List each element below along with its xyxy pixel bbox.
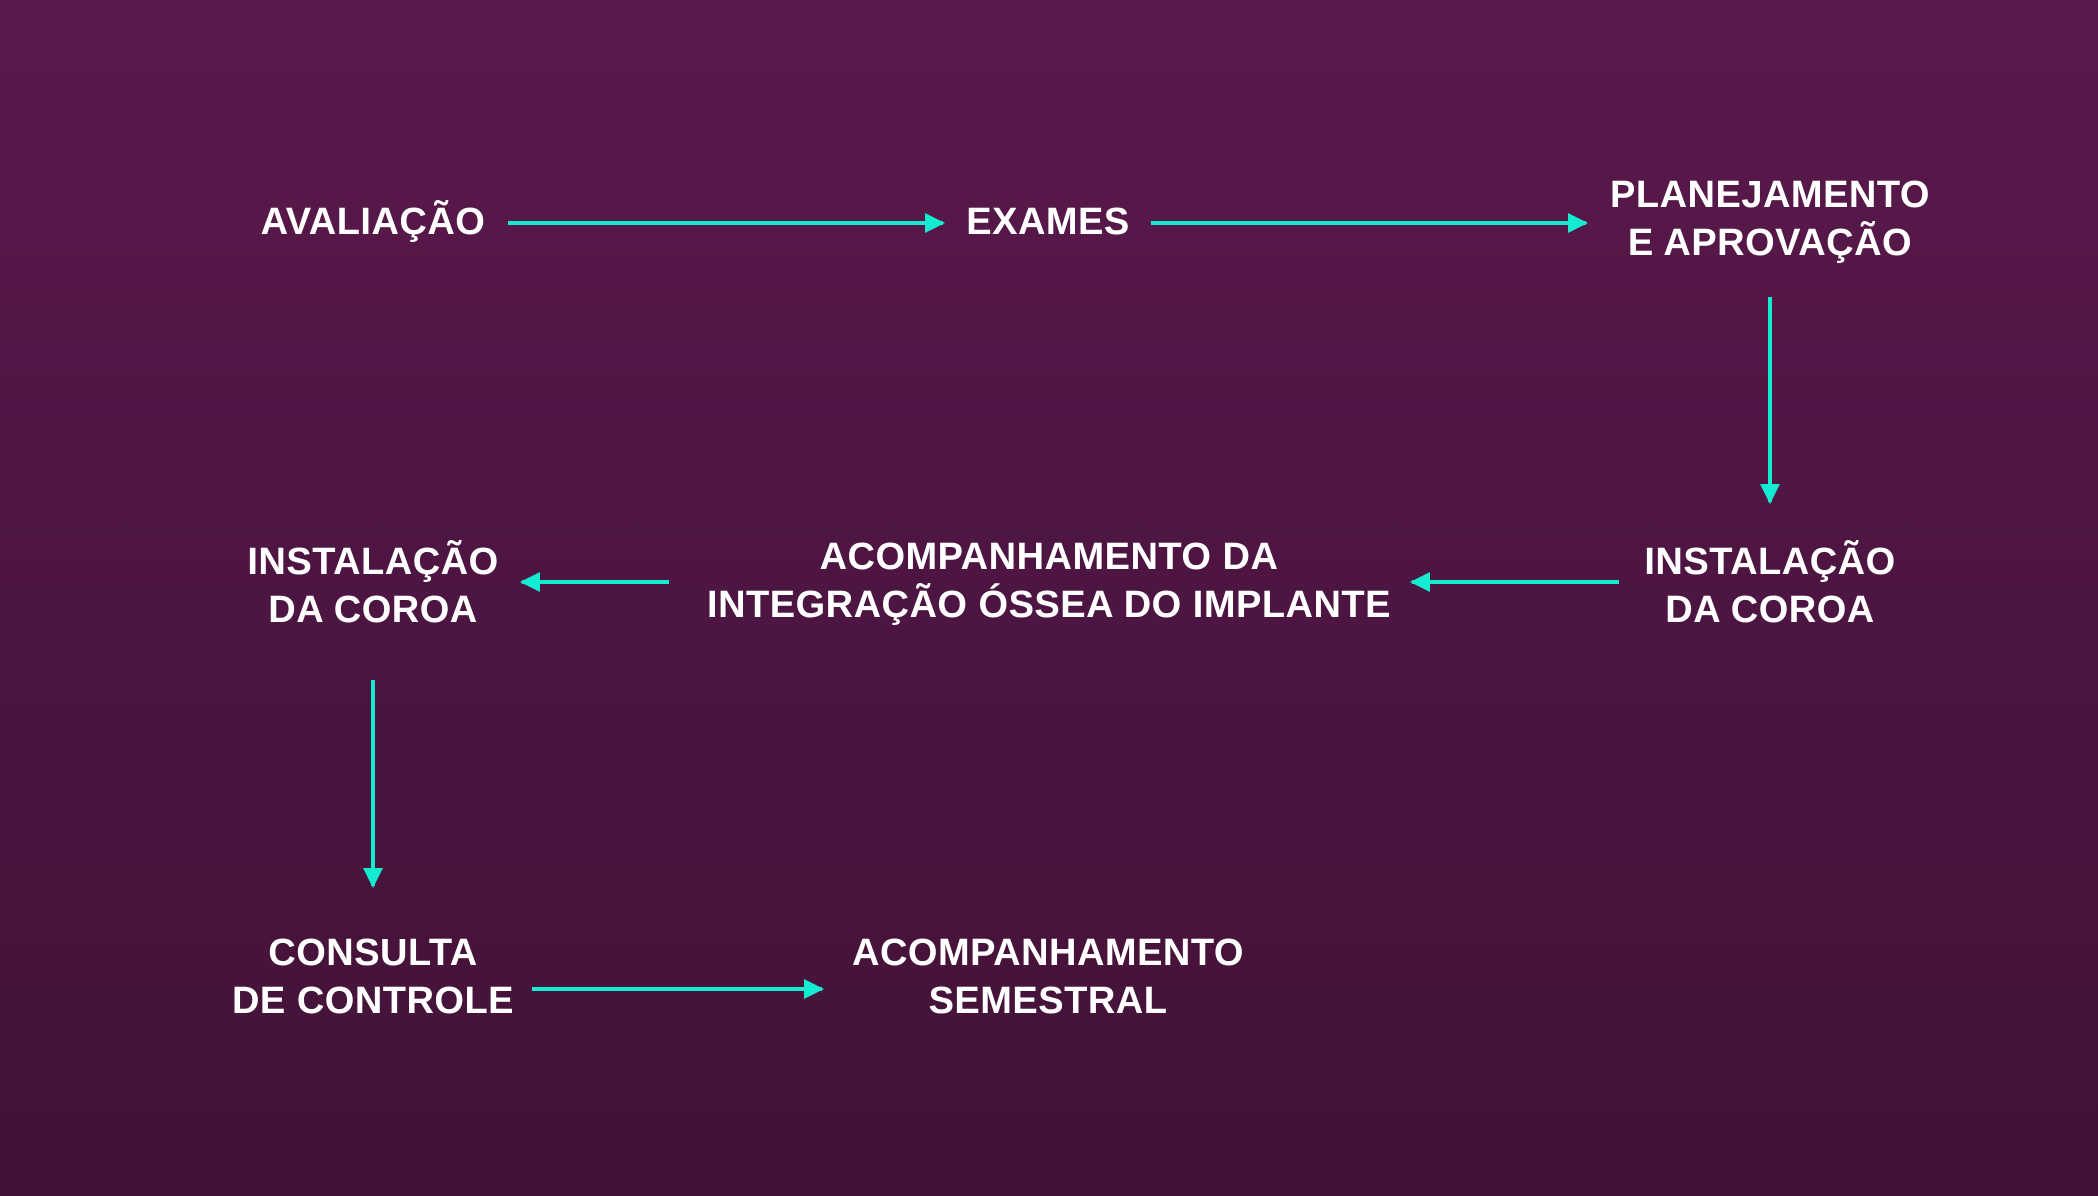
step-label: EXAMES xyxy=(966,201,1130,243)
step-instalacao-left: INSTALAÇÃO DA COROA xyxy=(247,538,498,634)
step-label: ACOMPANHAMENTO DA xyxy=(819,536,1279,578)
step-label: INTEGRAÇÃO ÓSSEA DO IMPLANTE xyxy=(707,584,1391,626)
step-label: SEMESTRAL xyxy=(928,980,1168,1022)
step-acompanhamento-integracao: ACOMPANHAMENTO DA INTEGRAÇÃO ÓSSEA DO IMP… xyxy=(707,533,1391,629)
step-label: CONSULTA xyxy=(268,932,478,974)
step-label: AVALIAÇÃO xyxy=(260,201,486,243)
step-avaliacao: AVALIAÇÃO xyxy=(261,198,486,246)
step-instalacao-right: INSTALAÇÃO DA COROA xyxy=(1644,538,1895,634)
step-label: PLANEJAMENTO xyxy=(1610,174,1930,216)
step-label: INSTALAÇÃO xyxy=(1644,541,1896,583)
step-label: DE CONTROLE xyxy=(231,980,515,1022)
step-exames: EXAMES xyxy=(966,198,1129,246)
step-label: DA COROA xyxy=(268,589,478,631)
step-label: E APROVAÇÃO xyxy=(1627,222,1913,264)
step-planejamento: PLANEJAMENTO E APROVAÇÃO xyxy=(1610,171,1930,267)
step-label: DA COROA xyxy=(1665,589,1875,631)
step-label: INSTALAÇÃO xyxy=(247,541,499,583)
step-label: ACOMPANHAMENTO xyxy=(852,932,1244,974)
step-consulta: CONSULTA DE CONTROLE xyxy=(232,929,514,1025)
step-acompanhamento-semestral: ACOMPANHAMENTO SEMESTRAL xyxy=(852,929,1244,1025)
